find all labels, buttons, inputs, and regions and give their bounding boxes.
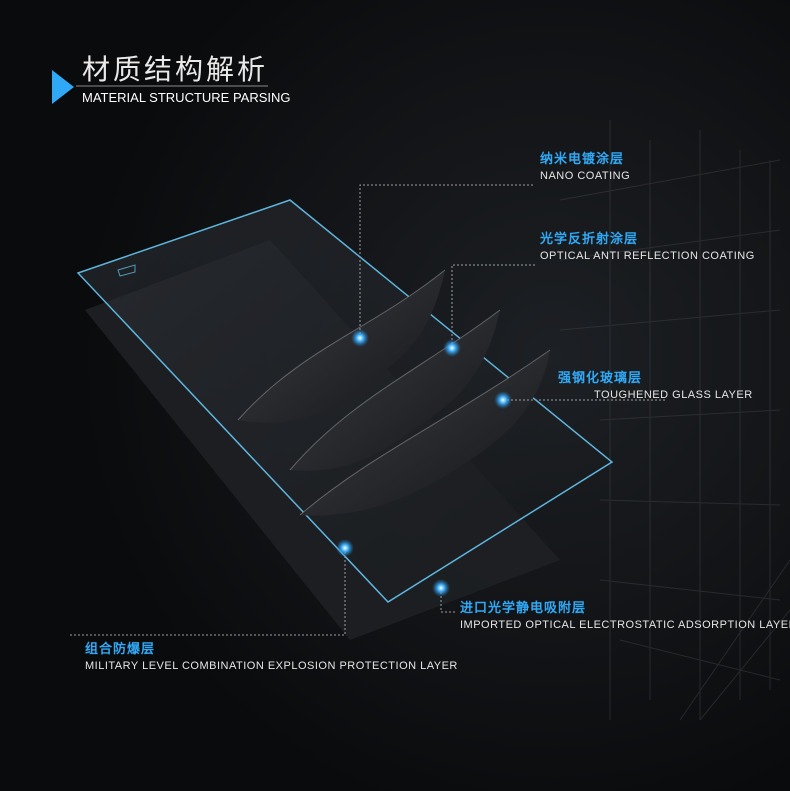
protection-layer-marker-icon bbox=[336, 539, 354, 557]
label-en: NANO COATING bbox=[540, 170, 630, 182]
label-en: OPTICAL ANTI REFLECTION COATING bbox=[540, 250, 755, 262]
label-adsorption-layer: 进口光学静电吸附层 IMPORTED OPTICAL ELECTROSTATIC… bbox=[460, 597, 790, 631]
label-protection-layer: 组合防爆层 MILITARY LEVEL COMBINATION EXPLOSI… bbox=[85, 638, 458, 672]
label-en: TOUGHENED GLASS LAYER bbox=[594, 389, 753, 401]
toughened-glass-marker-icon bbox=[494, 391, 512, 409]
label-cn: 纳米电镀涂层 bbox=[540, 148, 630, 167]
label-nano-coating: 纳米电镀涂层 NANO COATING bbox=[540, 148, 630, 182]
label-toughened-glass: 强钢化玻璃层 TOUGHENED GLASS LAYER bbox=[558, 367, 753, 401]
optical-coating-marker-icon bbox=[443, 339, 461, 357]
label-cn: 进口光学静电吸附层 bbox=[460, 597, 790, 616]
label-en: MILITARY LEVEL COMBINATION EXPLOSION PRO… bbox=[85, 660, 458, 672]
label-cn: 光学反折射涂层 bbox=[540, 228, 755, 247]
title-english: MATERIAL STRUCTURE PARSING bbox=[82, 90, 291, 105]
label-en: IMPORTED OPTICAL ELECTROSTATIC ADSORPTIO… bbox=[460, 619, 790, 631]
label-cn: 组合防爆层 bbox=[85, 638, 458, 657]
title-chinese: 材质结构解析 bbox=[82, 48, 268, 88]
adsorption-layer-marker-icon bbox=[432, 579, 450, 597]
nano-coating-marker-icon bbox=[351, 329, 369, 347]
label-cn: 强钢化玻璃层 bbox=[558, 367, 753, 386]
label-optical-coating: 光学反折射涂层 OPTICAL ANTI REFLECTION COATING bbox=[540, 228, 755, 262]
